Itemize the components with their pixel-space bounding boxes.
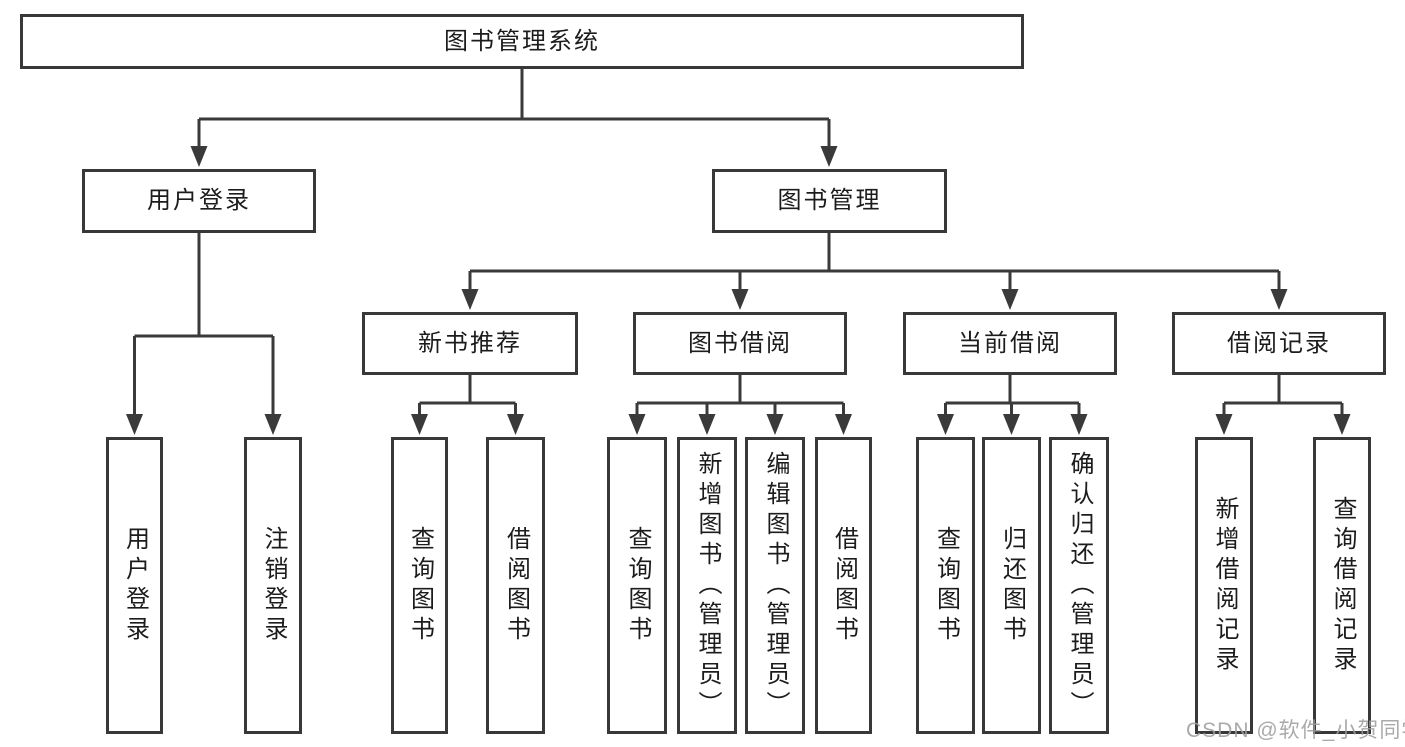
leaf-add-book-admin: 新增图书（管理员） xyxy=(677,437,737,734)
leaf-query-books-borrowing-label: 查询图书 xyxy=(624,525,651,646)
leaf-return-book-label: 归还图书 xyxy=(998,525,1026,646)
leaf-query-books-recommend-label: 查询图书 xyxy=(406,525,434,646)
leaf-query-borrow-record: 查询借阅记录 xyxy=(1313,437,1371,734)
leaf-user-login: 用户登录 xyxy=(106,437,163,734)
node-borrowing-records: 借阅记录 xyxy=(1172,312,1386,375)
node-current-borrowing: 当前借阅 xyxy=(903,312,1117,375)
leaf-confirm-return-admin-label: 确认归还（管理员） xyxy=(1066,450,1093,721)
leaf-edit-book-admin-label: 编辑图书（管理员） xyxy=(762,450,789,721)
node-borrowing-records-label: 借阅记录 xyxy=(1227,329,1331,357)
node-book-management-label: 图书管理 xyxy=(777,187,882,214)
leaf-query-books-current: 查询图书 xyxy=(916,437,975,734)
node-root-system: 图书管理系统 xyxy=(20,14,1024,69)
node-user-login-label: 用户登录 xyxy=(147,187,251,214)
leaf-borrow-books-borrowing: 借阅图书 xyxy=(815,437,872,734)
csdn-watermark: CSDN @软件_小贺同学 xyxy=(1186,719,1405,742)
node-user-login: 用户登录 xyxy=(82,169,316,233)
leaf-query-borrow-record-label: 查询借阅记录 xyxy=(1329,495,1356,676)
node-book-borrowing: 图书借阅 xyxy=(633,312,847,375)
leaf-edit-book-admin: 编辑图书（管理员） xyxy=(745,437,805,734)
leaf-borrow-books-recommend-label: 借阅图书 xyxy=(502,525,530,646)
leaf-add-borrow-record-label: 新增借阅记录 xyxy=(1211,495,1238,676)
leaf-logout: 注销登录 xyxy=(244,437,302,734)
node-book-borrowing-label: 图书借阅 xyxy=(688,329,792,357)
leaf-add-book-admin-label: 新增图书（管理员） xyxy=(694,450,721,721)
node-root-label: 图书管理系统 xyxy=(444,27,600,55)
leaf-query-books-current-label: 查询图书 xyxy=(932,525,960,646)
node-new-book-recommend: 新书推荐 xyxy=(362,312,578,375)
node-new-book-recommend-label: 新书推荐 xyxy=(418,329,522,357)
leaf-add-borrow-record: 新增借阅记录 xyxy=(1195,437,1253,734)
leaf-borrow-books-borrowing-label: 借阅图书 xyxy=(830,525,858,646)
node-book-management: 图书管理 xyxy=(712,169,947,233)
leaf-logout-label: 注销登录 xyxy=(260,525,287,646)
node-current-borrowing-label: 当前借阅 xyxy=(958,329,1062,357)
leaf-user-login-label: 用户登录 xyxy=(121,525,149,646)
leaf-confirm-return-admin: 确认归还（管理员） xyxy=(1049,437,1109,734)
leaf-query-books-recommend: 查询图书 xyxy=(391,437,448,734)
leaf-return-book: 归还图书 xyxy=(982,437,1041,734)
leaf-borrow-books-recommend: 借阅图书 xyxy=(486,437,545,734)
leaf-query-books-borrowing: 查询图书 xyxy=(607,437,667,734)
